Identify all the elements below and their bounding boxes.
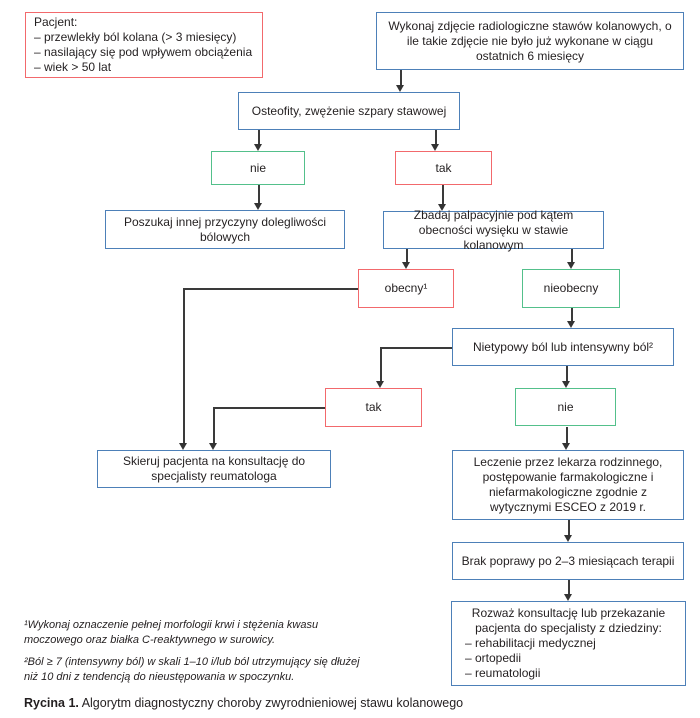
- arrowhead: [396, 85, 404, 92]
- connector-atypical-yes-h: [380, 347, 452, 349]
- arrowhead: [567, 321, 575, 328]
- node-effusion-absent: nieobecny: [522, 269, 620, 308]
- node-yes-2-label: tak: [365, 400, 382, 414]
- connector-atypical-yes-v: [380, 347, 382, 382]
- connector-present-refer-h: [183, 288, 358, 290]
- patient-title: Pacjent:: [34, 15, 78, 29]
- figure-caption: Rycina 1. Algorytm diagnostyczny choroby…: [24, 696, 463, 710]
- node-no-1-label: nie: [249, 160, 266, 175]
- consider-referral-intro: Rozważ konsultację lub przekazanie pacje…: [471, 606, 666, 635]
- node-osteophytes: Osteofity, zwężenie szpary stawowej: [238, 92, 460, 130]
- node-no-2: nie: [515, 388, 616, 426]
- node-atypical-pain-label: Nietypowy ból lub intensywny ból²: [472, 339, 654, 354]
- node-yes-1: tak: [395, 151, 492, 185]
- node-patient-criteria: Pacjent: – przewlekły ból kolana (> 3 mi…: [25, 12, 263, 78]
- node-effusion-present: obecny¹: [358, 269, 454, 308]
- connector-gp-noimprove: [568, 520, 570, 536]
- connector-palpate-absent: [571, 249, 573, 263]
- connector-no-seekother: [258, 185, 260, 204]
- arrowhead: [564, 535, 572, 542]
- arrowhead: [376, 381, 384, 388]
- node-gp-treatment-label: Leczenie przez lekarza rodzinnego, postę…: [473, 455, 663, 514]
- connector-absent-atypical: [571, 308, 573, 322]
- patient-item: – wiek > 50 lat: [34, 60, 112, 74]
- connector-osteophytes-yes: [435, 130, 437, 145]
- node-yes-2: tak: [325, 388, 422, 427]
- connector-no2-gp: [566, 427, 568, 444]
- node-effusion-present-label: obecny¹: [384, 281, 428, 295]
- node-no-improvement: Brak poprawy po 2–3 miesiącach terapii: [452, 542, 684, 580]
- node-seek-other-cause: Poszukaj innej przyczyny dolegliwości bó…: [105, 210, 345, 249]
- arrowhead: [562, 381, 570, 388]
- node-no-1: nie: [211, 151, 305, 185]
- node-refer-rheumatologist-label: Skieruj pacjenta na konsultację do specj…: [122, 454, 306, 483]
- node-yes-1-label: tak: [435, 160, 452, 175]
- node-palpate: Zbadaj palpacyjnie pod kątem obecności w…: [383, 208, 604, 252]
- arrowhead: [438, 204, 446, 211]
- connector-yes2-refer-h: [213, 407, 325, 409]
- footnote-1: ¹Wykonaj oznaczenie pełnej morfologii kr…: [24, 619, 319, 647]
- arrowhead: [254, 203, 262, 210]
- consider-referral-item: – rehabilitacji medycznej: [465, 636, 596, 650]
- node-effusion-absent-label: nieobecny: [543, 281, 599, 295]
- arrowhead: [402, 262, 410, 269]
- arrowhead: [431, 144, 439, 151]
- node-consider-referral: Rozważ konsultację lub przekazanie pacje…: [451, 601, 686, 686]
- connector-atypical-no: [566, 366, 568, 382]
- connector-palpate-present: [406, 249, 408, 263]
- connector-osteophytes-no: [258, 130, 260, 145]
- connector-yes2-refer-v: [213, 407, 215, 444]
- node-gp-treatment: Leczenie przez lekarza rodzinnego, postę…: [452, 450, 684, 520]
- node-refer-rheumatologist: Skieruj pacjenta na konsultację do specj…: [97, 450, 331, 488]
- arrowhead: [564, 594, 572, 601]
- consider-referral-item: – reumatologii: [465, 666, 541, 680]
- node-xray: Wykonaj zdjęcie radiologiczne stawów kol…: [376, 12, 684, 70]
- node-palpate-label: Zbadaj palpacyjnie pod kątem obecności w…: [413, 207, 574, 252]
- patient-item: – nasilający się pod wpływem obciążenia: [34, 45, 253, 59]
- arrowhead: [254, 144, 262, 151]
- figure-caption-label: Rycina 1.: [24, 696, 79, 710]
- figure-caption-text: Algorytm diagnostyczny choroby zwyrodnie…: [81, 696, 464, 710]
- node-atypical-pain: Nietypowy ból lub intensywny ból²: [452, 328, 674, 366]
- connector-noimprove-consider: [568, 580, 570, 595]
- connector-present-refer-v: [183, 288, 185, 444]
- connector-yes-palpate: [442, 185, 444, 205]
- patient-item: – przewlekły ból kolana (> 3 miesięcy): [34, 30, 237, 44]
- connector-xray-osteophytes: [400, 70, 402, 85]
- footnote-2: ²Ból ≥ 7 (intensywny ból) w skali 1–10 i…: [24, 656, 360, 684]
- consider-referral-item: – ortopedii: [465, 651, 522, 665]
- node-no-improvement-label: Brak poprawy po 2–3 miesiącach terapii: [461, 553, 675, 568]
- arrowhead: [562, 443, 570, 450]
- node-xray-label: Wykonaj zdjęcie radiologiczne stawów kol…: [388, 18, 672, 63]
- arrowhead: [179, 443, 187, 450]
- node-no-2-label: nie: [557, 399, 574, 414]
- arrowhead: [209, 443, 217, 450]
- node-seek-other-cause-label: Poszukaj innej przyczyny dolegliwości bó…: [123, 214, 327, 244]
- arrowhead: [567, 262, 575, 269]
- node-osteophytes-label: Osteofity, zwężenie szpary stawowej: [251, 103, 447, 118]
